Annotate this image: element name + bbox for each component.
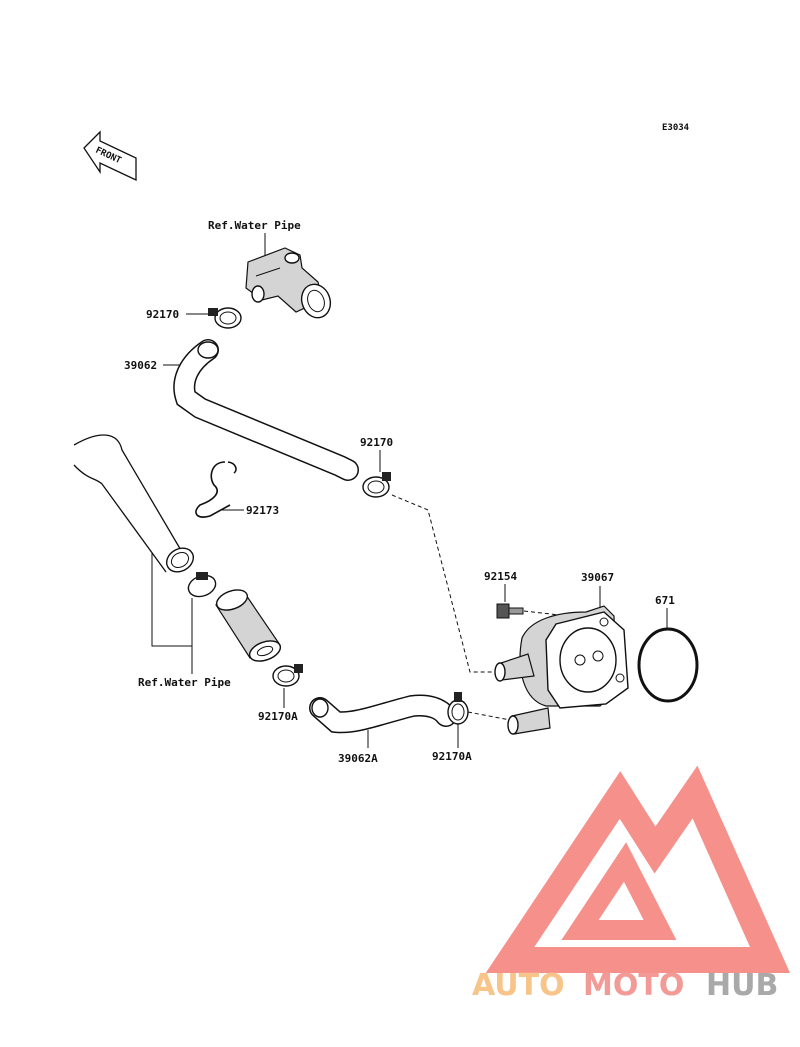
- clamp-92170A-left: [272, 664, 303, 687]
- bolt-92154: [496, 603, 524, 619]
- ref-hose-left: [73, 434, 195, 573]
- clamp-left-connector: [187, 572, 217, 598]
- label-92170A-right: 92170A: [432, 750, 472, 763]
- label-39067: 39067: [581, 571, 614, 584]
- label-39062: 39062: [124, 359, 157, 372]
- clamp-92170A-right: [447, 692, 469, 725]
- ref-water-pipe-bottom-label: Ref.Water Pipe: [138, 676, 231, 689]
- front-arrow-icon: FRONT: [83, 130, 137, 182]
- label-39062A: 39062A: [338, 752, 378, 765]
- label-92170-mid: 92170: [360, 436, 393, 449]
- watermark-moto: MOTO: [583, 968, 684, 1003]
- watermark-logo-icon: [485, 765, 791, 973]
- water-pipe-fitting: [245, 247, 332, 319]
- watermark-text: AUTO MOTO HUB: [472, 968, 778, 1003]
- label-671: 671: [655, 594, 675, 607]
- oil-cooler-39067: [494, 605, 629, 735]
- label-92170A-left: 92170A: [258, 710, 298, 723]
- label-92170-top: 92170: [146, 308, 179, 321]
- hose-39062A: [309, 694, 457, 734]
- label-92173: 92173: [246, 504, 279, 517]
- diagram-code: E3034: [662, 123, 690, 133]
- union-pipe: [215, 589, 282, 662]
- clamp-92170-mid: [362, 472, 391, 498]
- ref-water-pipe-top-label: Ref.Water Pipe: [208, 219, 301, 232]
- clamp-92170-top: [208, 307, 242, 329]
- watermark-hub: HUB: [706, 968, 778, 1003]
- clip-92173: [195, 461, 237, 518]
- oring-671: [637, 627, 699, 703]
- watermark-auto: AUTO: [472, 968, 565, 1003]
- hose-39062: [173, 339, 359, 481]
- label-92154: 92154: [484, 570, 517, 583]
